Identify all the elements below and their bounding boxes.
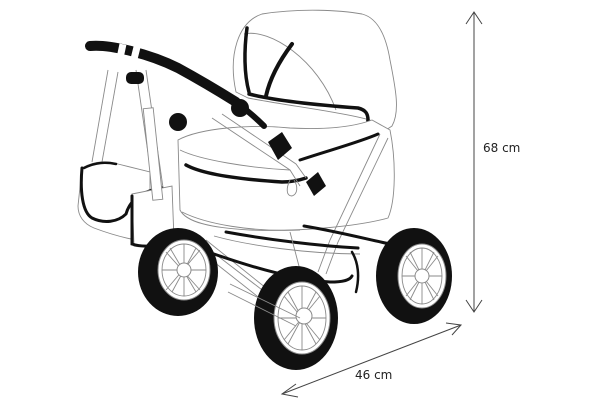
chassis-frame [135,69,392,301]
changing-bag [77,69,175,248]
width-dimension-arrow [280,322,463,398]
front-wheel-left [227,266,338,370]
carrycot-body [177,119,395,231]
height-dimension-label: 68 cm [483,141,521,155]
rear-wheel-left [138,228,218,316]
handle-bar [85,40,326,197]
basket [213,235,361,294]
front-wheel-right [376,228,452,324]
height-dimension-arrow [465,11,483,313]
width-dimension-label: 46 cm [355,368,393,382]
